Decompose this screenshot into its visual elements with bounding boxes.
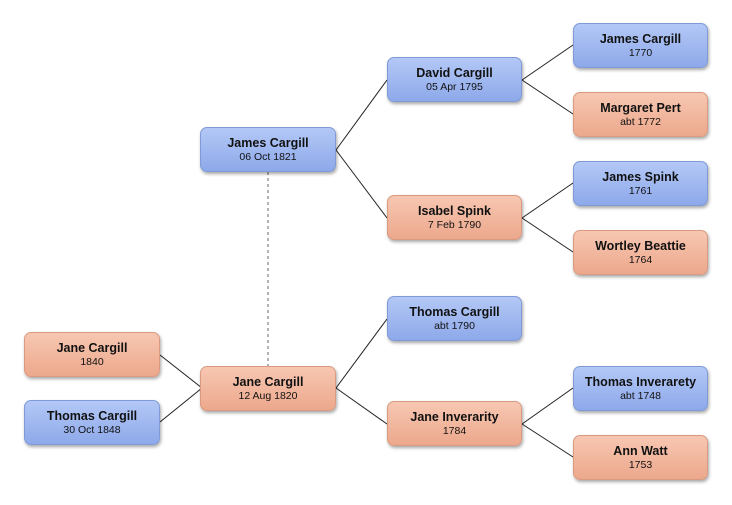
person-name: Jane Cargill: [56, 340, 128, 355]
person-node-spouse-mm[interactable]: Wortley Beattie 1764: [573, 230, 708, 275]
person-node-spouse-fm[interactable]: Margaret Pert abt 1772: [573, 92, 708, 137]
link-spouse-father: [335, 79, 388, 151]
link-subm-mf: [521, 387, 574, 425]
person-date: abt 1748: [620, 389, 661, 402]
person-name: Jane Inverarity: [410, 409, 499, 424]
link-child2-subject: [159, 387, 203, 423]
person-node-child-1[interactable]: Jane Cargill 1840: [24, 332, 160, 377]
person-name: Margaret Pert: [600, 100, 681, 115]
person-node-subject-mf[interactable]: Thomas Inverarety abt 1748: [573, 366, 708, 411]
person-node-spouse-mf[interactable]: James Spink 1761: [573, 161, 708, 206]
link-subject-mother: [335, 387, 388, 425]
person-date: 06 Oct 1821: [239, 150, 297, 163]
person-node-spouse-father[interactable]: David Cargill 05 Apr 1795: [387, 57, 522, 102]
link-sm-mf: [521, 182, 574, 219]
person-date: 1770: [628, 46, 653, 59]
person-node-subject-mother[interactable]: Jane Inverarity 1784: [387, 401, 522, 446]
link-sf-ff: [521, 44, 574, 81]
person-name: Jane Cargill: [232, 374, 304, 389]
person-date: 12 Aug 1820: [238, 389, 298, 402]
person-node-child-2[interactable]: Thomas Cargill 30 Oct 1848: [24, 400, 160, 445]
person-date: abt 1772: [620, 115, 661, 128]
person-date: 30 Oct 1848: [63, 423, 121, 436]
person-date: 1840: [80, 355, 104, 368]
person-name: Thomas Cargill: [409, 304, 500, 319]
link-sm-mm: [521, 217, 574, 253]
link-subm-mm: [521, 423, 574, 458]
person-node-subject-mm[interactable]: Ann Watt 1753: [573, 435, 708, 480]
person-node-spouse-mother[interactable]: Isabel Spink 7 Feb 1790: [387, 195, 522, 240]
link-sf-fm: [521, 79, 574, 115]
person-date: abt 1790: [434, 319, 475, 332]
link-subject-father: [335, 318, 388, 389]
person-date: 1753: [628, 458, 653, 471]
person-date: 1784: [442, 424, 467, 437]
person-date: 1761: [628, 184, 653, 197]
link-spouse-mother: [335, 149, 388, 219]
person-name: James Cargill: [599, 31, 682, 46]
person-node-spouse-ff[interactable]: James Cargill 1770: [573, 23, 708, 68]
person-node-subject[interactable]: Jane Cargill 12 Aug 1820: [200, 366, 336, 411]
person-date: 1764: [628, 253, 653, 266]
person-node-subject-father[interactable]: Thomas Cargill abt 1790: [387, 296, 522, 341]
person-name: Wortley Beattie: [595, 238, 686, 253]
person-name: James Spink: [602, 169, 679, 184]
person-name: Thomas Inverarety: [584, 374, 697, 389]
person-name: Ann Watt: [613, 443, 668, 458]
link-child1-subject: [159, 354, 203, 389]
person-name: David Cargill: [416, 65, 493, 80]
person-name: Isabel Spink: [418, 203, 491, 218]
person-name: James Cargill: [227, 135, 309, 150]
person-date: 7 Feb 1790: [427, 218, 482, 231]
person-name: Thomas Cargill: [46, 408, 138, 423]
person-date: 05 Apr 1795: [426, 80, 483, 93]
person-node-spouse[interactable]: James Cargill 06 Oct 1821: [200, 127, 336, 172]
